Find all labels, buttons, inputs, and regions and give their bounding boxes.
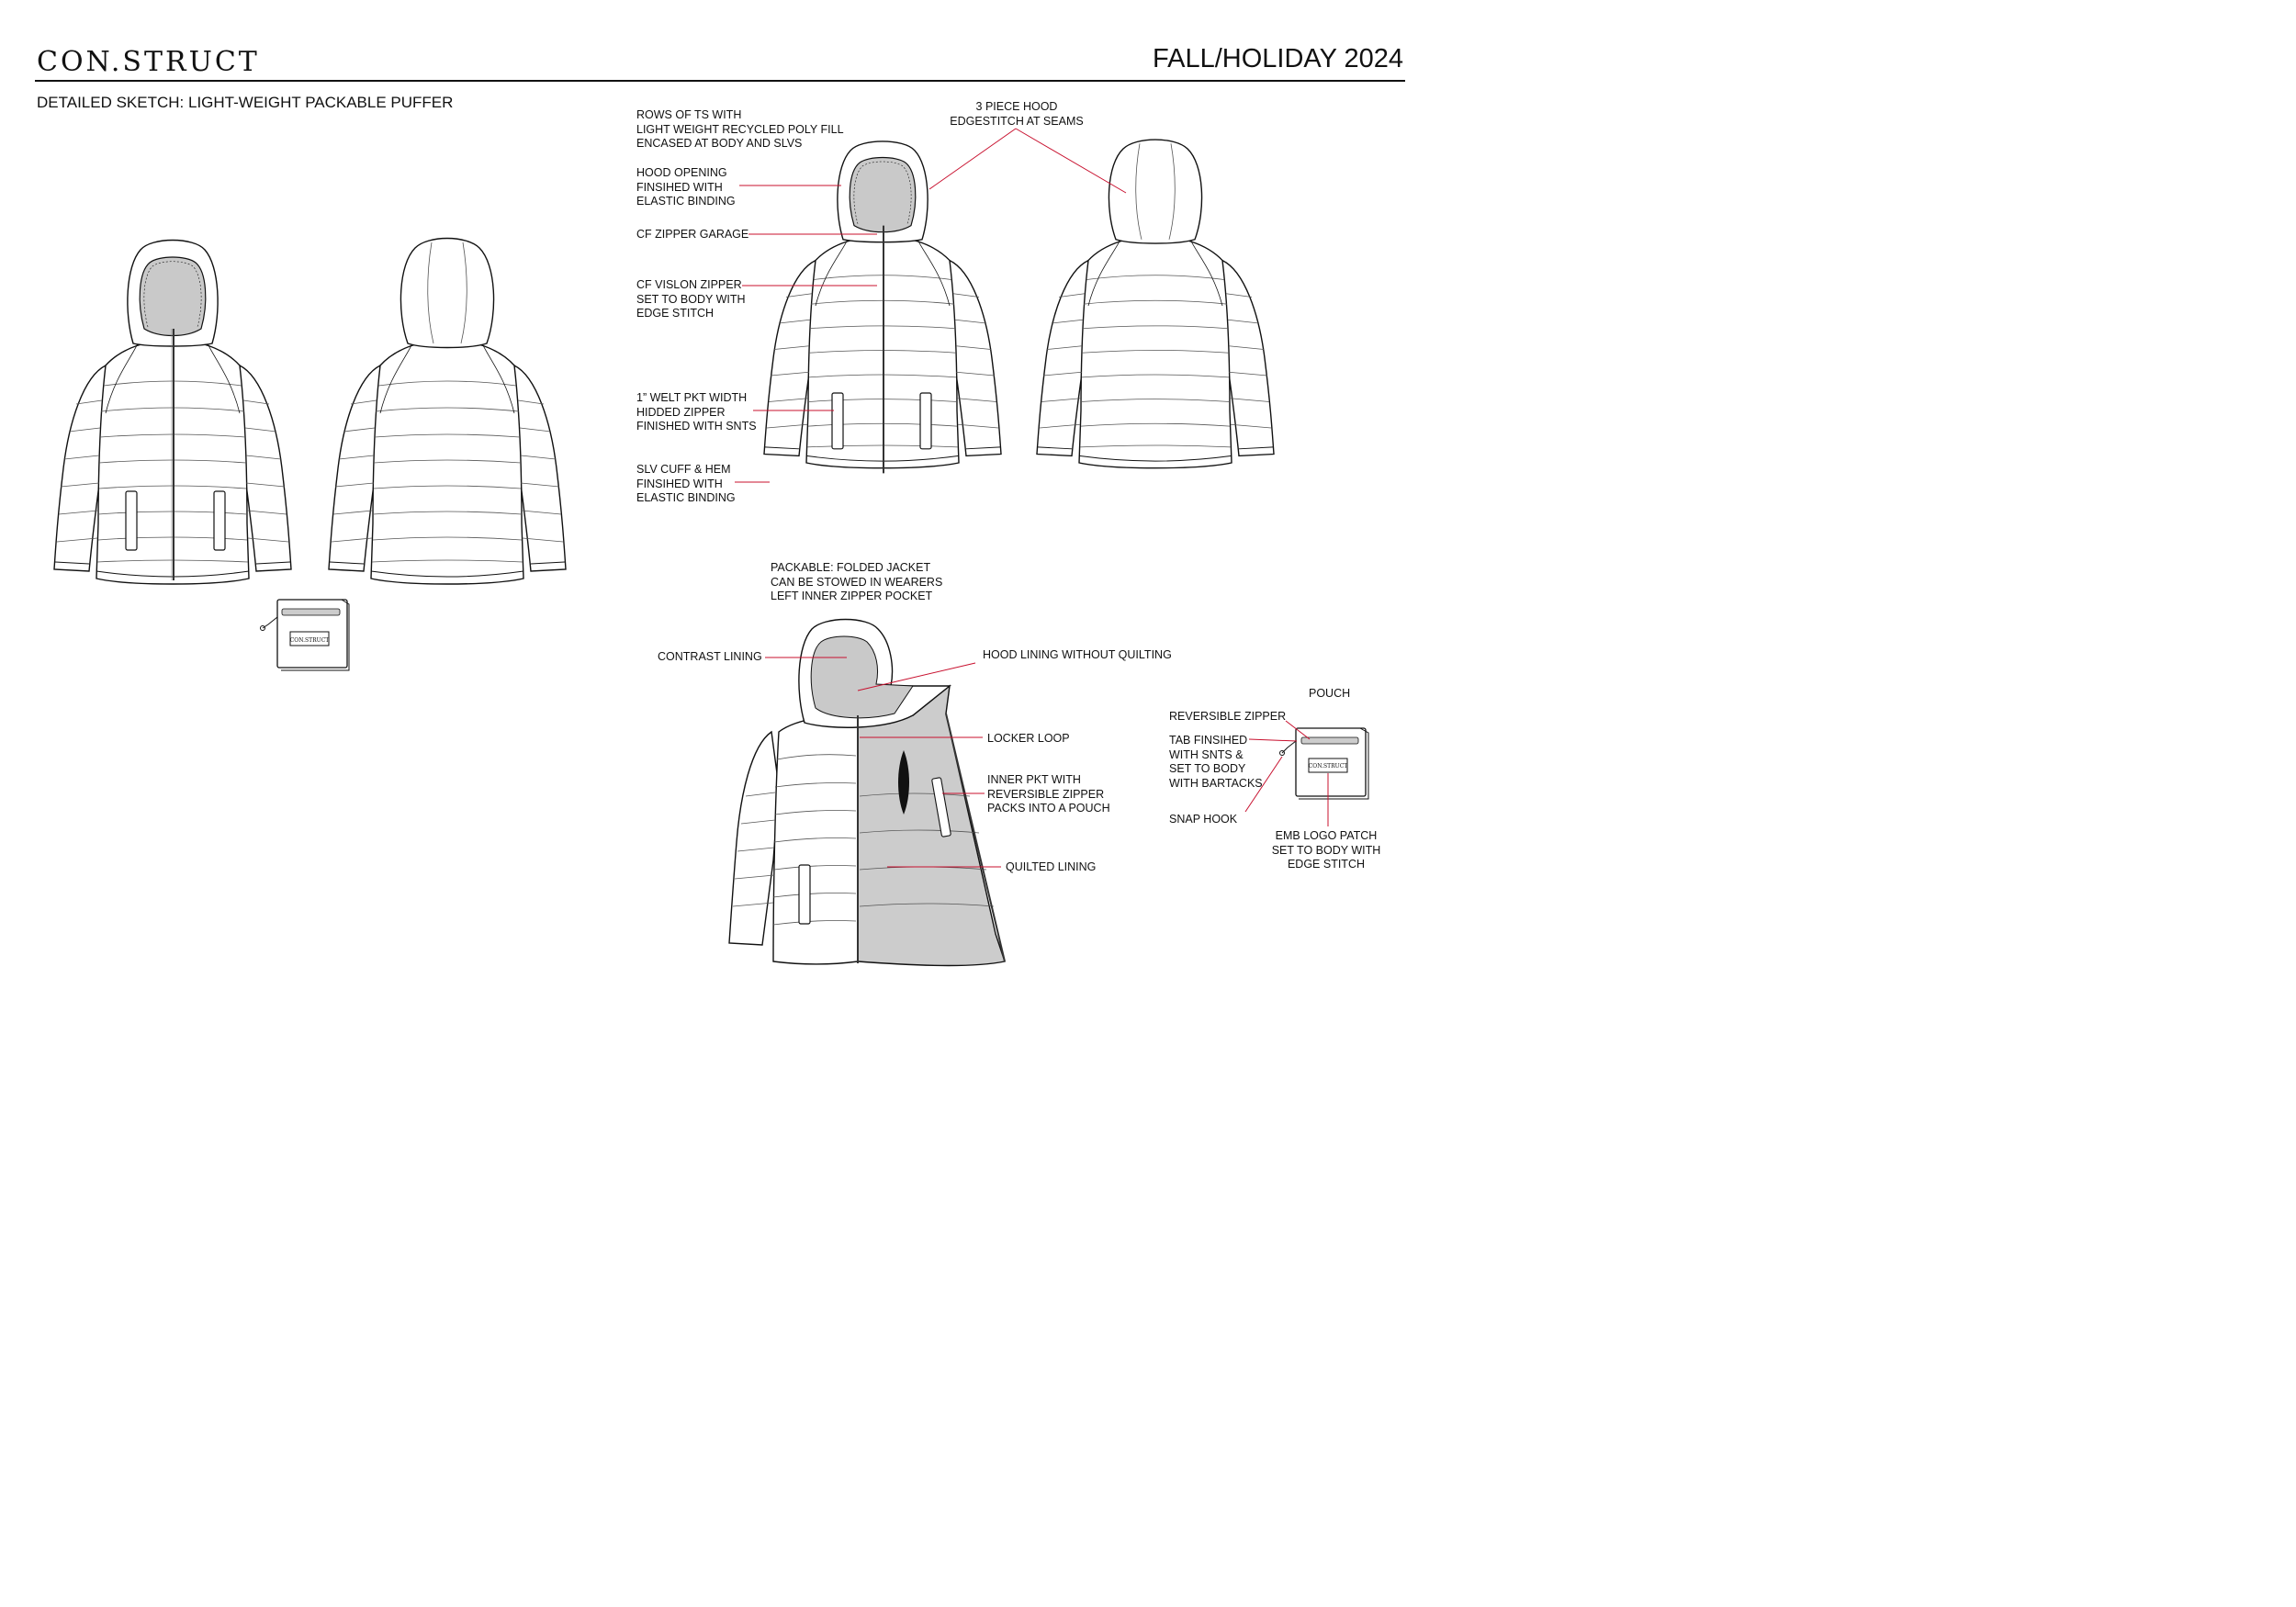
brand-logo: CON.STRUCT bbox=[37, 46, 260, 78]
jacket-front-sketch bbox=[53, 239, 292, 585]
sheet-subtitle: DETAILED SKETCH: LIGHT-WEIGHT PACKABLE P… bbox=[37, 94, 454, 111]
tech-sheet: CON.STRUCT FALL/HOLIDAY 2024 DETAILED SK… bbox=[0, 0, 1435, 1005]
pouch-small-sketch: CON.STRUCT bbox=[260, 599, 350, 671]
pouch-detail-sketch: CON.STRUCT bbox=[1279, 727, 1369, 800]
callout-reversible-zipper: REVERSIBLE ZIPPER bbox=[1169, 710, 1287, 723]
jacket-open-lining-sketch bbox=[728, 618, 1006, 967]
jacket-back-callout-sketch bbox=[1036, 139, 1275, 469]
callout-locker-loop: LOCKER LOOP bbox=[987, 732, 1070, 745]
callout-contrast-lining: CONTRAST LINING bbox=[658, 650, 762, 663]
callout-leader-lines bbox=[735, 128, 1329, 868]
jacket-front-callout-sketch bbox=[763, 140, 1002, 474]
callout-cf-zipper-garage: CF ZIPPER GARAGE bbox=[636, 228, 749, 241]
pouch-small-patch-text: CON.STRUCT bbox=[290, 637, 330, 644]
season-title: FALL/HOLIDAY 2024 bbox=[1153, 44, 1403, 73]
callout-quilted-lining: QUILTED LINING bbox=[1006, 860, 1097, 873]
sketch-canvas: CON.STRUCT bbox=[53, 128, 1369, 967]
header-divider bbox=[35, 80, 1405, 82]
jacket-back-sketch bbox=[328, 237, 567, 585]
pouch-detail-patch-text: CON.STRUCT bbox=[1309, 763, 1348, 770]
callout-snap-hook: SNAP HOOK bbox=[1169, 813, 1238, 826]
callout-hood-lining: HOOD LINING WITHOUT QUILTING bbox=[983, 648, 1172, 661]
callout-pouch-title: POUCH bbox=[1309, 687, 1351, 700]
